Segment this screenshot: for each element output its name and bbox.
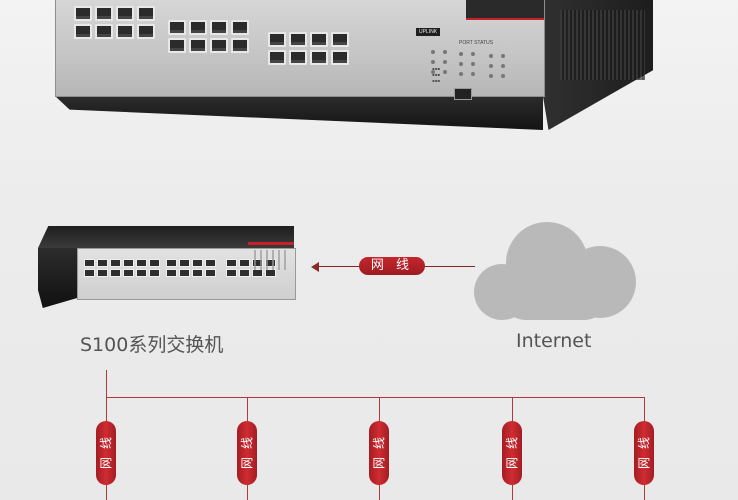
tag-char: 线	[504, 436, 519, 450]
cable-tag-vertical: 线 网	[502, 421, 522, 485]
cable-tag: 网 线	[359, 257, 425, 275]
tag-char: 网	[504, 456, 519, 470]
reset-switch	[454, 88, 472, 100]
cable-tag-vertical: 线 网	[237, 421, 257, 485]
tag-char: 网	[239, 456, 254, 470]
cable-tag-vertical: 线 网	[96, 421, 116, 485]
tag-char: 线	[98, 436, 113, 450]
switch-device-image	[38, 226, 296, 308]
cable-tag-vertical: 线 网	[634, 421, 654, 485]
port-status-label: PORT STATUS	[459, 40, 494, 46]
switch-top-cover	[38, 226, 294, 248]
port-group-1	[74, 6, 155, 39]
switch-vents	[560, 10, 645, 80]
connection-line-left	[318, 266, 359, 267]
switch-front-panel: UPLINK ▪▪▪▪▪▪▪▪▪ PORT STATUS	[55, 0, 545, 100]
internet-caption: Internet	[516, 330, 592, 352]
switch-accent-stripe	[248, 242, 294, 245]
panel-fine-print: ▪▪▪▪▪▪▪▪▪	[432, 66, 441, 83]
cable-tag-vertical: 线 网	[369, 421, 389, 485]
switch-side	[38, 248, 78, 308]
tag-char: 网	[98, 456, 113, 470]
cloud-icon	[470, 218, 640, 320]
switch-base	[55, 96, 543, 130]
arrow-left-icon	[311, 262, 319, 272]
uplink-label: UPLINK	[416, 28, 440, 36]
tag-char: 线	[239, 436, 254, 450]
tag-char: 网	[371, 456, 386, 470]
port-group-3	[268, 32, 349, 65]
port-group-2	[168, 20, 249, 53]
tag-char: 线	[636, 436, 651, 450]
tag-char: 网	[636, 456, 651, 470]
brand-strip	[466, 0, 544, 18]
tag-char: 线	[371, 436, 386, 450]
switch-front	[77, 248, 296, 300]
switch-led-grid	[254, 250, 288, 270]
switch-caption: S100系列交换机	[80, 334, 224, 356]
switch-ports-mid	[166, 259, 216, 277]
branch-bus-line	[106, 397, 644, 398]
connection-line-right	[425, 266, 475, 267]
brand-accent-line	[466, 18, 544, 20]
switch-ports-left	[84, 259, 160, 277]
port-status-leds: PORT STATUS	[421, 40, 543, 92]
switch-closeup-image: UPLINK ▪▪▪▪▪▪▪▪▪ PORT STATUS	[0, 0, 738, 135]
